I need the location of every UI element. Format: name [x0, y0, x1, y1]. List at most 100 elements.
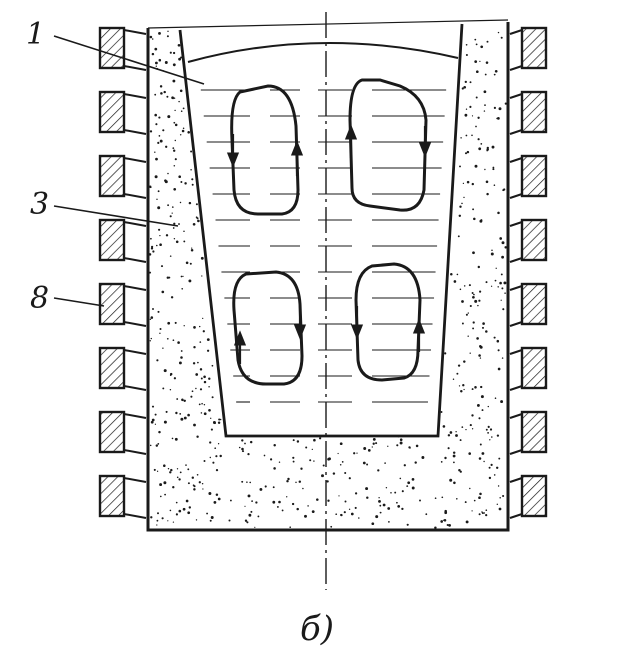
sand-dot	[264, 485, 267, 488]
sand-dot	[202, 317, 204, 320]
sand-dot	[485, 281, 488, 284]
sand-dot	[167, 30, 169, 33]
sand-dot	[462, 182, 465, 185]
sand-dot	[244, 519, 248, 522]
sand-dot	[452, 451, 456, 454]
sand-dot	[206, 512, 209, 515]
sand-dot	[461, 322, 464, 325]
sand-dot	[181, 129, 185, 133]
sand-dot	[353, 452, 356, 455]
sand-dot	[169, 388, 172, 391]
sand-dot	[447, 447, 450, 450]
sand-dot	[174, 123, 178, 127]
sand-dot	[387, 507, 391, 510]
sand-dot	[486, 192, 489, 196]
sand-dot	[477, 138, 480, 141]
inductor-turns-right	[509, 26, 548, 519]
sand-dot	[249, 440, 253, 444]
sand-dot	[182, 127, 185, 129]
sand-dot	[321, 474, 324, 478]
sand-dot	[484, 168, 486, 171]
sand-dot	[387, 445, 389, 447]
sand-dot	[200, 412, 203, 414]
sand-dot	[198, 481, 201, 484]
sand-dot	[300, 467, 303, 470]
sand-dot	[344, 471, 347, 475]
sand-dot	[241, 480, 244, 483]
sand-dot	[408, 446, 411, 449]
sand-dot	[459, 470, 462, 473]
sand-dot	[190, 150, 193, 153]
sand-dot	[159, 234, 161, 237]
sand-dot	[478, 417, 481, 420]
sand-dot	[363, 447, 367, 450]
sand-dot	[465, 428, 467, 431]
sand-dot	[399, 438, 403, 441]
sand-dot	[187, 468, 190, 471]
sand-dot	[475, 43, 478, 46]
sand-dot	[217, 497, 221, 501]
sand-dot	[185, 499, 189, 503]
sand-dot	[210, 516, 214, 519]
loop-lower-right	[354, 262, 422, 382]
sand-dot	[178, 223, 180, 225]
sand-dot	[463, 360, 466, 363]
sand-dot	[213, 421, 216, 425]
sand-dot	[305, 446, 308, 449]
sand-dot	[195, 203, 198, 206]
label-metal: 1	[26, 17, 45, 52]
sand-dot	[151, 405, 155, 408]
sand-dot	[246, 481, 248, 483]
coil-tab	[123, 413, 147, 455]
sand-dot	[195, 519, 198, 521]
inductor-turns-left	[98, 26, 147, 519]
sand-dot	[259, 487, 263, 491]
coil-turn	[520, 346, 548, 390]
sand-dot	[171, 96, 174, 100]
sand-dot	[499, 237, 503, 240]
sand-dot	[459, 205, 462, 208]
sand-dot	[501, 357, 504, 359]
sand-dot	[163, 464, 166, 467]
sand-dot	[162, 129, 165, 132]
sand-dot	[486, 146, 489, 150]
circulation-loops	[230, 78, 428, 386]
sand-dot	[176, 476, 179, 479]
sand-dot	[166, 337, 169, 340]
sand-dot	[175, 411, 178, 415]
sand-dot	[208, 386, 210, 388]
sand-dot	[440, 461, 443, 463]
sand-dot	[469, 105, 472, 108]
sand-dot	[327, 499, 330, 502]
sand-dot	[173, 149, 176, 152]
sand-dot	[169, 471, 172, 474]
sand-dot	[184, 182, 187, 185]
sand-dot	[174, 321, 177, 324]
sand-dot	[371, 446, 373, 448]
sand-dot	[378, 497, 380, 499]
sand-dot	[497, 349, 500, 352]
sand-dot	[160, 92, 163, 95]
sand-dot	[469, 304, 472, 308]
sand-dot	[150, 237, 152, 240]
sand-dot	[367, 449, 371, 452]
sand-dot	[157, 141, 160, 145]
sand-dot	[219, 454, 222, 458]
sand-dot	[474, 38, 477, 41]
sand-dot	[201, 402, 203, 405]
loop-upper-right	[348, 78, 428, 212]
sand-dot	[480, 143, 483, 145]
sand-dot	[472, 251, 475, 255]
sand-dot	[150, 316, 154, 319]
sand-dot	[169, 372, 173, 376]
sand-dot	[289, 526, 292, 528]
sand-dot	[471, 388, 474, 391]
sand-dot	[485, 509, 488, 512]
sand-dot	[419, 499, 421, 502]
coil-turn	[520, 90, 548, 134]
sand-dot	[199, 368, 203, 371]
sand-dot	[155, 123, 158, 126]
sand-dot	[490, 252, 494, 256]
sand-dot	[202, 488, 204, 490]
sand-dot	[159, 243, 162, 247]
